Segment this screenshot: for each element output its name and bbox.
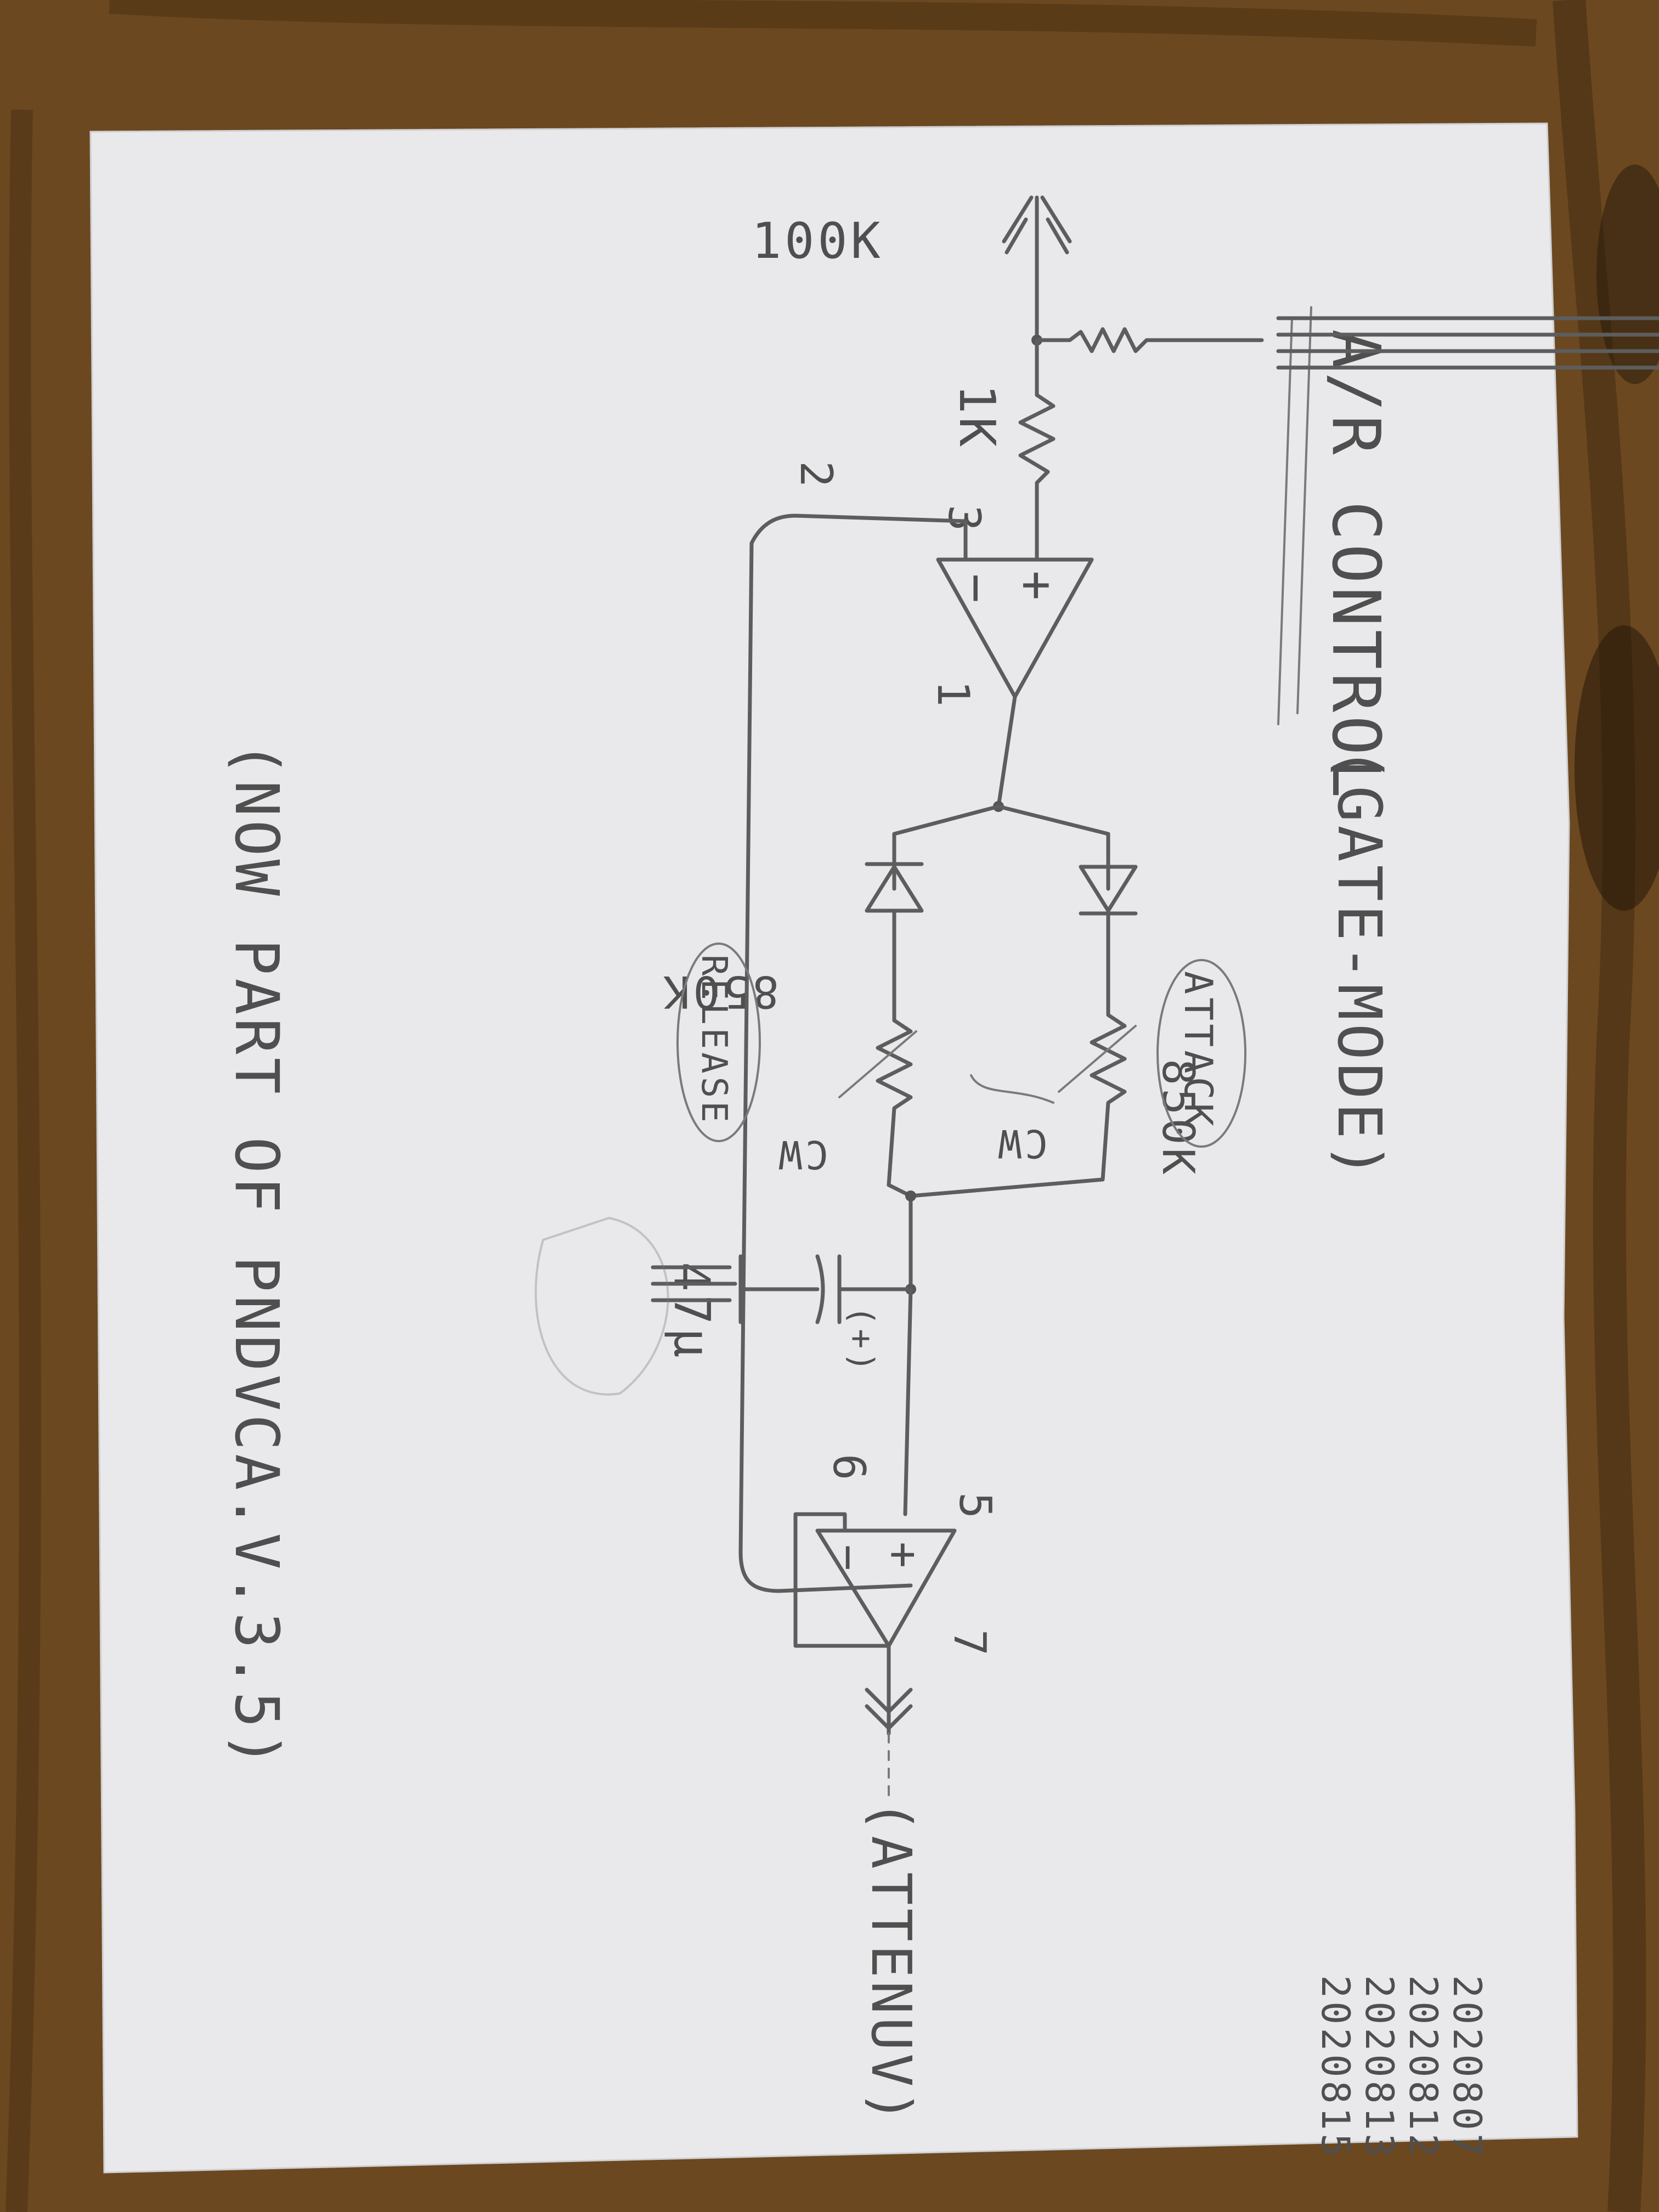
pot-wiper <box>838 1030 917 1098</box>
eraser-smudge <box>534 1217 669 1396</box>
label-47u: 47μ <box>663 1262 720 1361</box>
junction-node <box>905 1190 916 1201</box>
pin-2-label: 2 <box>791 461 842 490</box>
resistor-1k <box>1018 338 1056 545</box>
opamp-2-follower <box>793 1512 891 1648</box>
wire-diodes <box>892 909 1110 1023</box>
release-label: RELEASE <box>693 955 734 1126</box>
date-2: 2020812 <box>1401 1975 1446 2160</box>
opamp-1-minus: − <box>948 573 1006 606</box>
opamp-2-minus: − <box>823 1544 874 1574</box>
wire-to-op2 <box>903 1287 913 1516</box>
cw-left-label: CW <box>776 1132 828 1177</box>
title-underline <box>1296 306 1312 714</box>
note-text: (NOW PART OF PNDVCA.V.3.5) <box>222 741 292 1771</box>
input-arrow-icon <box>1002 195 1072 342</box>
mode-text: (GATE-MODE) <box>1324 746 1395 1182</box>
pin-7-label: 7 <box>944 1629 995 1659</box>
opamp-2 <box>815 1528 957 1648</box>
title-underline <box>1277 317 1293 725</box>
opamp-1 <box>936 557 1094 699</box>
pot-release <box>876 1018 913 1187</box>
date-4: 2020815 <box>1313 1975 1358 2160</box>
pin-1-label: 1 <box>928 680 979 710</box>
ground-symbol-input <box>1276 305 1659 375</box>
date-3: 2020813 <box>1357 1975 1402 2160</box>
capacitor-47u <box>738 1254 913 1324</box>
cap-polarity: (+) <box>842 1306 881 1375</box>
wire-split <box>892 804 1110 891</box>
opamp-2-plus: + <box>878 1542 929 1571</box>
label-1k: 1K <box>948 384 1006 450</box>
schematic: A/R CONTROL (GATE-MODE) 100K 1K 3 2 1 + … <box>222 195 1659 2160</box>
pin-5-label: 5 <box>950 1492 1001 1522</box>
date-1: 2020807 <box>1444 1975 1489 2160</box>
pot-attack <box>1090 1013 1127 1182</box>
release-bubble <box>676 943 761 1142</box>
desk-stain <box>1596 165 1659 384</box>
paper-sheet <box>89 122 1578 2174</box>
output-arrow-icon <box>865 1644 913 1736</box>
opamp-1-plus: + <box>1008 571 1066 603</box>
ground-symbol-cap <box>651 1254 743 1324</box>
desk-stain <box>1575 625 1659 911</box>
pot-wiper <box>970 1025 1137 1104</box>
attack-bubble <box>1156 959 1246 1148</box>
label-850k-attack: 850K <box>1153 1059 1204 1178</box>
output-label: (ATTENUV) <box>859 1799 923 2126</box>
title-text: A/R CONTROL <box>1317 329 1393 802</box>
resistor-100k <box>1035 327 1264 353</box>
pin-6-label: 6 <box>823 1454 874 1483</box>
wire-op1-out <box>996 695 1017 809</box>
label-100k: 100K <box>752 212 884 270</box>
cw-right-label: CW <box>995 1121 1048 1166</box>
attack-label: ATTACK <box>1176 971 1221 1130</box>
feedback-wire <box>738 514 968 1593</box>
